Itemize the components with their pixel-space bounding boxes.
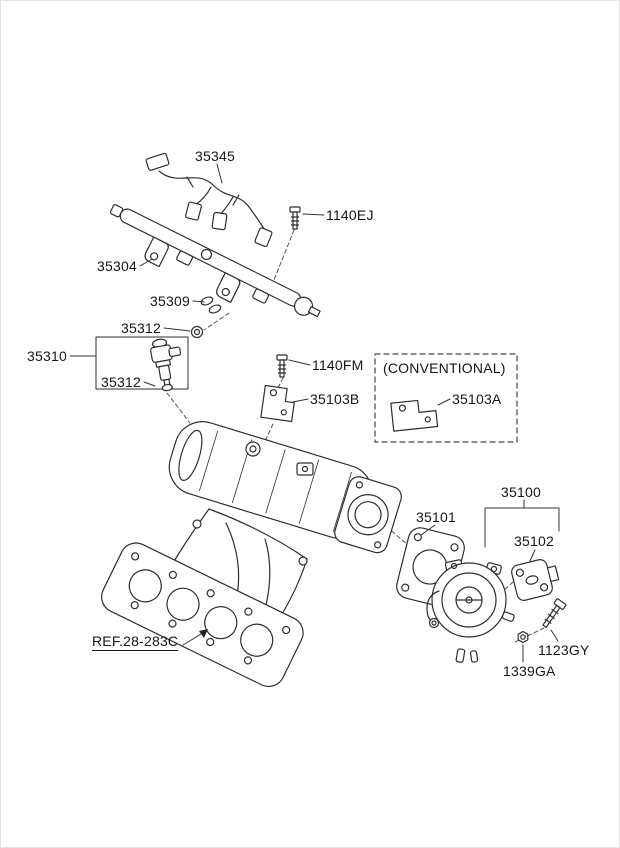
bracket-35103b-drawing [260, 384, 295, 423]
part-label-35312-upper: 35312 [121, 320, 161, 336]
bolt-1140ej-drawing [289, 206, 301, 230]
part-label-35345: 35345 [195, 148, 235, 164]
bolt-1123gy-drawing [542, 598, 567, 628]
conventional-caption: (CONVENTIONAL) [383, 360, 506, 376]
part-label-1123gy: 1123GY [538, 642, 590, 658]
nut-1339ga-drawing [517, 630, 529, 644]
conventional-box [374, 353, 518, 443]
part-label-35304: 35304 [97, 258, 137, 274]
bracket-35103a-drawing [390, 399, 439, 432]
injector-box [95, 336, 189, 390]
wiring-harness-drawing [145, 152, 273, 248]
part-label-1339ga: 1339GA [503, 663, 556, 679]
part-label-35102: 35102 [514, 533, 554, 549]
ref-arrow [199, 629, 208, 638]
part-label-35309: 35309 [150, 293, 190, 309]
part-label-35100: 35100 [501, 484, 541, 500]
part-label-35310: 35310 [27, 348, 67, 364]
callout-bracket-35100 [484, 499, 560, 548]
grommets-35309-drawing [200, 296, 222, 314]
fuel-rail-drawing [109, 204, 321, 318]
intake-manifold-drawing [101, 421, 402, 688]
part-label-1140fm: 1140FM [312, 357, 364, 373]
injector-35310-drawing [150, 338, 182, 392]
part-label-35312-lower: 35312 [101, 374, 141, 390]
part-label-35103b: 35103B [310, 391, 360, 407]
oring-35312-upper-drawing [190, 325, 204, 339]
part-label-35103a: 35103A [452, 391, 502, 407]
ref-link-28-283c[interactable]: REF.28-283C [92, 633, 179, 652]
oring-35312-lower-drawing [161, 383, 173, 392]
bolt-1140fm-drawing [276, 354, 288, 378]
throttle-body-35100-drawing [426, 559, 515, 663]
part-label-35101: 35101 [416, 509, 456, 525]
part-label-1140ej: 1140EJ [326, 207, 374, 223]
tps-35102-drawing [511, 559, 560, 601]
